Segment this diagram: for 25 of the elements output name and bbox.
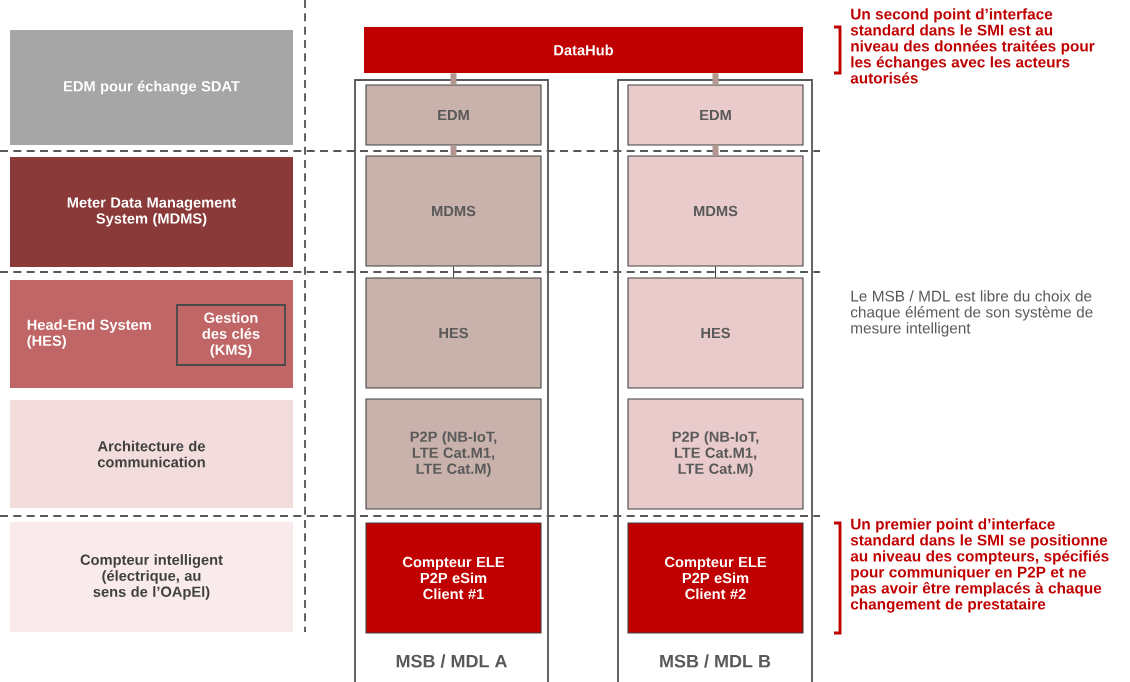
layer-band: Compteur intelligent (électrique, au sens de l’OApEl) xyxy=(10,522,293,632)
note-text: Un second point d’interface standard dans le SMI est au niveau des données traitées pour les échanges avec les acteurs autorisés xyxy=(850,8,1095,84)
hub-box: DataHub xyxy=(364,27,803,73)
component-box: HES xyxy=(365,277,542,389)
meter-box: Compteur ELE P2P eSim Client #1 xyxy=(365,522,542,634)
connector xyxy=(452,266,455,278)
component-box: Gestion des clés (KMS) xyxy=(176,304,286,366)
component-box: EDM xyxy=(627,84,804,146)
component-box: MDMS xyxy=(627,155,804,267)
connector xyxy=(712,145,719,156)
component-box: P2P (NB-IoT, LTE Cat.M1, LTE Cat.M) xyxy=(365,398,542,510)
component-box: MDMS xyxy=(365,155,542,267)
note-text: Un premier point d’interface standard dans le SMI se positionne au niveau des compteurs, spécifiés pour communiquer en P2P et ne pas avoir être remplacés à chaque changement de prestataire xyxy=(850,518,1109,613)
note-text: Le MSB / MDL est libre du choix de chaque élément de son système de mesure intelligent xyxy=(850,290,1093,337)
connector xyxy=(450,73,457,85)
component-box: P2P (NB-IoT, LTE Cat.M1, LTE Cat.M) xyxy=(627,398,804,510)
connector xyxy=(450,145,457,156)
layer-band: EDM pour échange SDAT xyxy=(10,30,293,145)
meter-box: Compteur ELE P2P eSim Client #2 xyxy=(627,522,804,634)
component-box: EDM xyxy=(365,84,542,146)
layer-band: Meter Data Management System (MDMS) xyxy=(10,157,293,267)
layer-band: Architecture de communication xyxy=(10,400,293,508)
connector xyxy=(714,266,717,278)
connector xyxy=(712,73,719,85)
component-box: HES xyxy=(627,277,804,389)
